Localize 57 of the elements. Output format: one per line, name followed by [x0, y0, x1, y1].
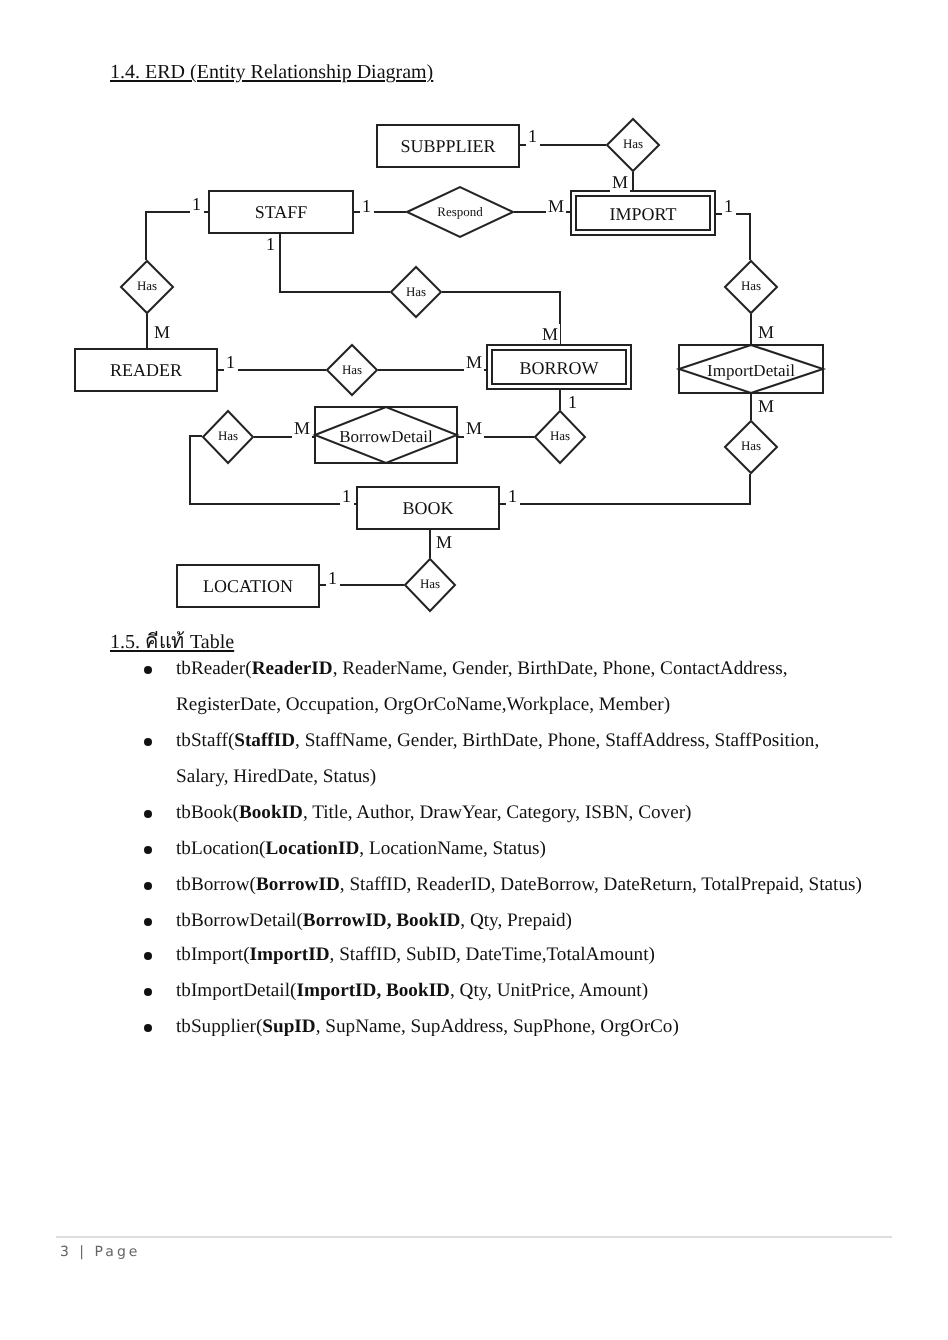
cardinality-label: 1 — [264, 234, 277, 254]
cardinality-label: 1 — [566, 392, 579, 412]
connector-line — [217, 369, 327, 371]
associative-entity-box: ImportDetail — [678, 344, 824, 394]
cardinality-label: M — [152, 322, 173, 342]
cardinality-label: M — [434, 532, 455, 552]
list-item: tbImport(ImportID, StaffID, SubID, DateTime,TotalAmount) — [176, 942, 657, 970]
weak-entity-box: IMPORT — [570, 190, 716, 236]
cardinality-label: 1 — [360, 196, 373, 216]
cardinality-label: 1 — [326, 568, 339, 588]
cardinality-label: M — [756, 322, 777, 342]
cardinality-label: 1 — [722, 196, 735, 216]
section-heading: 1.4. ERD (Entity Relationship Diagram) — [110, 62, 434, 84]
connector-line — [750, 313, 752, 345]
entity-box: BOOK — [356, 486, 500, 530]
connector-line — [189, 435, 357, 505]
entity-box: SUBPPLIER — [376, 124, 520, 168]
entity-box: STAFF — [208, 190, 354, 234]
cardinality-label: 1 — [224, 352, 237, 372]
connector-line — [632, 171, 634, 191]
cardinality-label: M — [540, 324, 561, 344]
cardinality-label: M — [292, 418, 313, 438]
connector-line — [750, 393, 752, 421]
connector-line — [429, 529, 431, 559]
connector-line — [279, 233, 391, 293]
cardinality-label: M — [610, 172, 631, 192]
cardinality-label: 1 — [190, 194, 203, 214]
connector-line — [519, 144, 607, 146]
connector-line — [146, 313, 148, 349]
list-item: tbBorrowDetail(BorrowID, BookID, Qty, Prepaid) — [176, 908, 575, 936]
connector-line — [353, 211, 407, 213]
connector-line — [513, 211, 571, 213]
cardinality-label: M — [464, 418, 485, 438]
cardinality-label: M — [756, 396, 777, 416]
cardinality-label: 1 — [526, 126, 539, 146]
cardinality-label: 1 — [506, 486, 519, 506]
list-item: tbBorrow(BorrowID, StaffID, ReaderID, DateBorrow, DateReturn, TotalPrepaid, Status) — [176, 872, 864, 900]
connector-line — [559, 389, 561, 411]
list-item: tbLocation(LocationID, LocationName, Status) — [176, 836, 548, 864]
list-item: tbImportDetail(ImportID, BookID, Qty, UnitPrice, Amount) — [176, 978, 651, 1006]
weak-entity-box: BORROW — [486, 344, 632, 390]
connector-line — [499, 473, 751, 505]
list-item: tbStaff(StaffID, StaffName, Gender, BirthDate, Phone, StaffAddress, StaffPosition, Salary, HiredDate, Status) — [176, 728, 822, 792]
entity-box: LOCATION — [176, 564, 320, 608]
cardinality-label: M — [546, 196, 567, 216]
connector-line — [457, 436, 535, 438]
connector-line — [319, 584, 405, 586]
connector-line — [715, 213, 751, 261]
cardinality-label: M — [464, 352, 485, 372]
associative-entity-box: BorrowDetail — [314, 406, 458, 464]
connector-line — [145, 211, 209, 261]
list-item: tbBook(BookID, Title, Author, DrawYear, Category, ISBN, Cover) — [176, 800, 694, 828]
entity-box: READER — [74, 348, 218, 392]
section-heading: 1.5. คีแท้ Table — [110, 629, 235, 656]
list-item: tbSupplier(SupID, SupName, SupAddress, SupPhone, OrgOrCo) — [176, 1014, 681, 1042]
list-item: tbReader(ReaderID, ReaderName, Gender, BirthDate, Phone, ContactAddress, RegisterDate, Occupation, OrgOrCoName,Workplace, Member) — [176, 656, 790, 720]
cardinality-label: 1 — [340, 486, 353, 506]
